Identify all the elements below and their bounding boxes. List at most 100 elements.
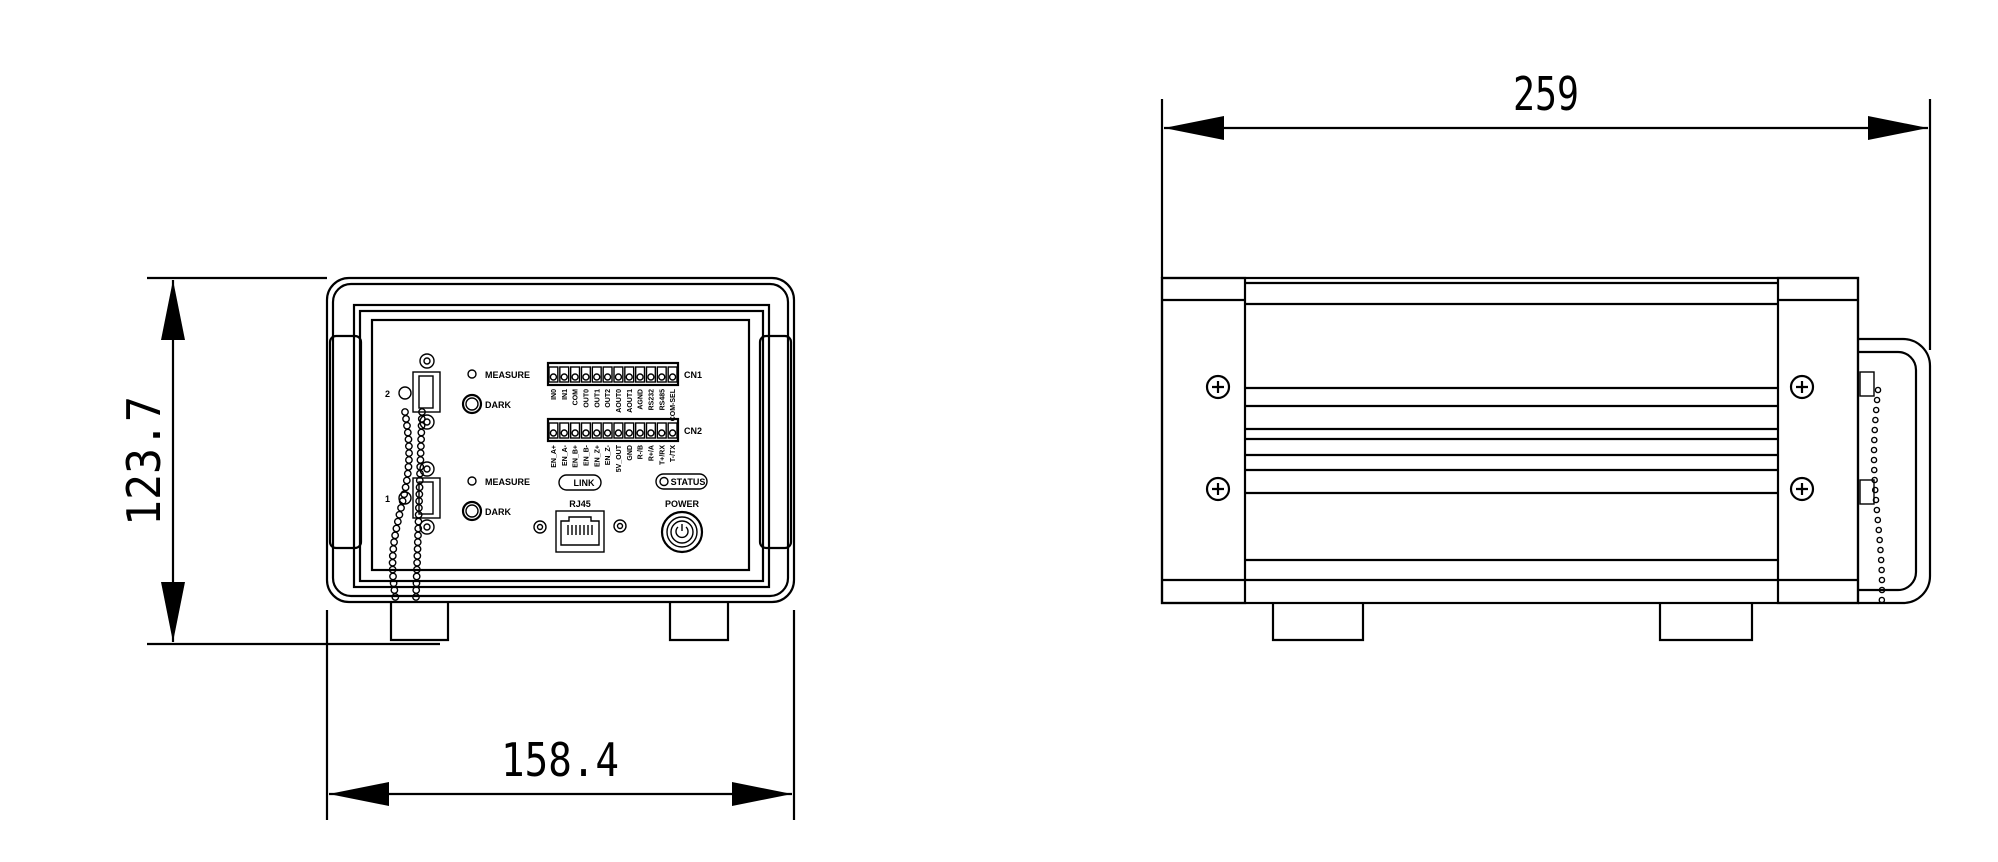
cn1-terminal xyxy=(667,366,678,383)
bead xyxy=(1874,386,1882,394)
bead xyxy=(402,414,410,423)
bead xyxy=(416,442,425,451)
bead xyxy=(403,469,412,478)
screw-icon xyxy=(398,386,412,400)
power-icon xyxy=(675,524,689,539)
height-dimension: 123.7 xyxy=(117,276,440,646)
bead xyxy=(389,572,397,581)
status-label: STATUS xyxy=(671,477,706,487)
cn2-pin-label: R+/A xyxy=(648,445,655,461)
cn1-pin-label: COM xyxy=(573,389,580,406)
bead xyxy=(1872,416,1879,424)
dark-label: DARK xyxy=(485,507,511,517)
bead xyxy=(1873,506,1881,514)
cn1-terminal xyxy=(569,366,581,383)
bead xyxy=(397,504,405,512)
bead xyxy=(1870,456,1878,464)
bead xyxy=(402,476,411,485)
bead xyxy=(414,531,422,540)
cn1-pin-label: RS232 xyxy=(648,389,655,411)
bead xyxy=(1874,516,1882,524)
bead xyxy=(1877,546,1884,554)
cn1-pin-label: OUT1 xyxy=(594,389,601,408)
bead xyxy=(417,435,426,444)
dark-button-2[interactable] xyxy=(461,393,483,415)
bead xyxy=(392,524,401,533)
cn2-terminal xyxy=(656,422,667,439)
power-button[interactable] xyxy=(660,510,704,554)
bead xyxy=(390,538,398,547)
bead xyxy=(400,490,409,499)
cn2-pin-label: EN_A- xyxy=(562,444,569,466)
dark-label: DARK xyxy=(485,400,511,410)
bead xyxy=(1878,566,1885,574)
status-led xyxy=(659,476,669,487)
bead xyxy=(1870,446,1878,454)
cn1-pin-label: AOUT1 xyxy=(627,389,634,413)
cn1-pin-label: OUT0 xyxy=(583,389,590,408)
cn1-terminal xyxy=(645,366,657,383)
side-handle xyxy=(1858,337,1932,605)
end-cap xyxy=(1160,276,1247,605)
bead xyxy=(413,545,422,553)
cn1-pin-label: IN0 xyxy=(551,389,558,400)
bead xyxy=(1871,426,1879,434)
cn1-pin-label: AOUT0 xyxy=(616,389,623,413)
cn1-label: CN1 xyxy=(684,370,702,380)
fiber-connector-2: 2 xyxy=(385,353,441,430)
link-indicator xyxy=(558,474,602,491)
length-dimension-label: 259 xyxy=(1513,67,1579,121)
measure-label: MEASURE xyxy=(485,370,530,380)
bead xyxy=(403,421,411,430)
measure-led-2 xyxy=(467,369,477,379)
cn2-pin-label: EN_B+ xyxy=(573,445,580,468)
left-handle xyxy=(328,334,363,550)
cn2-terminal xyxy=(602,422,613,439)
bead xyxy=(401,483,410,492)
bead xyxy=(395,510,404,519)
status-indicator xyxy=(655,473,708,490)
foot xyxy=(1658,603,1754,642)
cn2-terminal xyxy=(667,422,678,439)
cn2-terminal xyxy=(580,422,592,439)
screw-icon xyxy=(1205,476,1231,502)
bead xyxy=(1871,486,1879,494)
cn1-terminal xyxy=(591,366,602,383)
cn1-terminal xyxy=(613,366,624,383)
bead xyxy=(405,456,413,464)
cn1-pin-label: AGND xyxy=(638,389,645,410)
rj45-label: RJ45 xyxy=(569,499,591,509)
measure-label: MEASURE xyxy=(485,477,530,487)
height-dimension-label: 123.7 xyxy=(117,396,171,526)
bead xyxy=(1872,406,1880,414)
screw-icon xyxy=(1789,476,1815,502)
cn2-terminal xyxy=(634,422,646,439)
bead xyxy=(1873,396,1881,404)
bead xyxy=(412,593,420,601)
cn1-terminal xyxy=(559,366,570,383)
bead-chain xyxy=(1859,371,1886,604)
bead xyxy=(404,442,413,451)
bead xyxy=(1870,466,1878,474)
bead xyxy=(405,449,413,458)
cn1-pin-label: IN1 xyxy=(562,389,569,400)
bead xyxy=(388,551,397,560)
front-view: 123.7 158.4 2 1 xyxy=(117,276,796,820)
screw-icon xyxy=(1205,374,1231,400)
bead xyxy=(404,435,413,444)
cn2-pin-label: T-/TX xyxy=(670,445,677,462)
bead xyxy=(414,517,423,526)
cn1-terminal xyxy=(548,366,559,383)
bead xyxy=(1870,436,1878,444)
rj45-port[interactable] xyxy=(555,510,605,553)
cn2-terminal xyxy=(591,422,602,439)
bead xyxy=(1878,576,1886,584)
bead-chain xyxy=(388,408,426,601)
dark-button-1[interactable] xyxy=(461,500,483,522)
cn2-pin-label: EN_A+ xyxy=(551,445,558,468)
bead xyxy=(417,428,426,437)
cn1-pin-label: RS485 xyxy=(659,389,666,411)
bead xyxy=(398,497,407,505)
foot xyxy=(389,602,450,642)
